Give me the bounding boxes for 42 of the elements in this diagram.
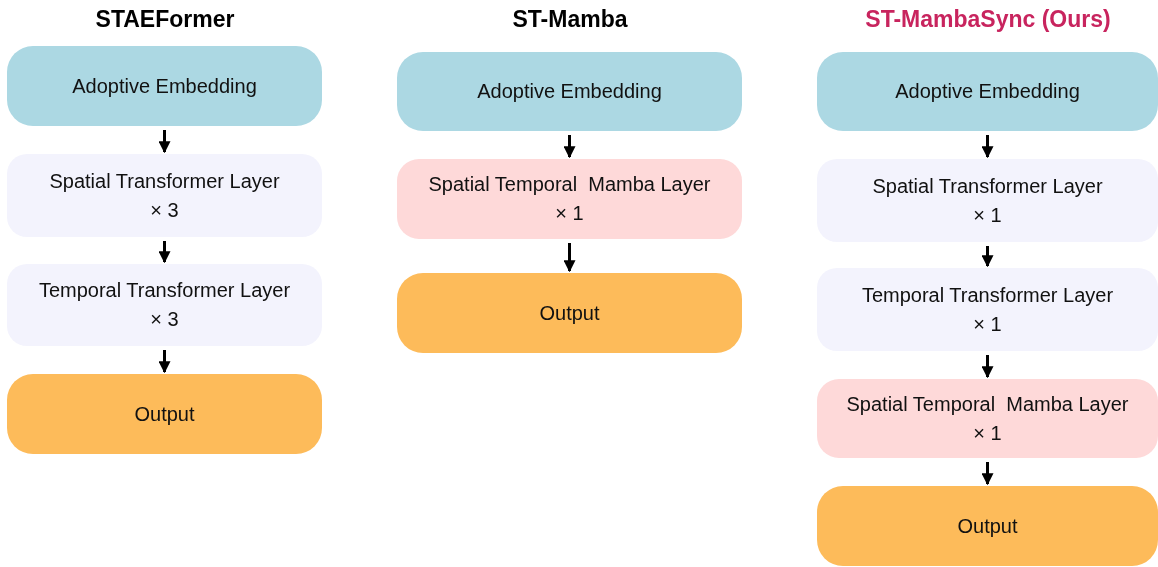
layer-name: Adoptive Embedding bbox=[895, 79, 1080, 104]
repeat-count: × 1 bbox=[973, 311, 1002, 337]
arrow bbox=[981, 246, 994, 268]
transformer-layer-box bbox=[7, 154, 322, 237]
repeat-count: × 3 bbox=[150, 307, 179, 332]
layer-name: Temporal Transformer Layer bbox=[38, 278, 291, 303]
transformer-layer-box bbox=[7, 264, 322, 346]
arrow bbox=[563, 135, 576, 159]
layer-name: Output bbox=[134, 401, 195, 427]
embedding-box bbox=[817, 52, 1158, 131]
arrow bbox=[981, 462, 994, 486]
layer-name: Spatial Temporal Mamba Layer bbox=[846, 391, 1129, 417]
layer-name: Output bbox=[957, 513, 1018, 539]
transformer-layer-box bbox=[817, 268, 1158, 351]
layer-name: Spatial Transformer Layer bbox=[872, 173, 1103, 199]
arrow bbox=[158, 350, 171, 374]
layer-name: Spatial Temporal Mamba Layer bbox=[428, 172, 711, 197]
embedding-box bbox=[7, 46, 322, 126]
mamba-layer-box bbox=[397, 159, 742, 239]
mamba-layer-box bbox=[817, 379, 1158, 458]
arrow bbox=[563, 243, 576, 273]
column-title: STAEFormer bbox=[95, 5, 235, 34]
layer-name: Output bbox=[539, 300, 600, 326]
arrow bbox=[981, 355, 994, 379]
layer-name: Adoptive Embedding bbox=[72, 73, 257, 99]
repeat-count: × 3 bbox=[150, 197, 179, 223]
repeat-count: × 1 bbox=[973, 420, 1002, 446]
layer-name: Adoptive Embedding bbox=[477, 79, 662, 104]
output-box bbox=[7, 374, 322, 454]
column-title: ST-MambaSync (Ours) bbox=[865, 5, 1111, 34]
output-box bbox=[817, 486, 1158, 566]
column-title: ST-Mamba bbox=[512, 5, 628, 34]
arrow bbox=[158, 130, 171, 154]
embedding-box bbox=[397, 52, 742, 131]
layer-name: Spatial Transformer Layer bbox=[49, 168, 280, 194]
repeat-count: × 1 bbox=[973, 202, 1002, 228]
output-box bbox=[397, 273, 742, 353]
repeat-count: × 1 bbox=[555, 201, 584, 226]
arrow bbox=[158, 241, 171, 264]
transformer-layer-box bbox=[817, 159, 1158, 242]
layer-name: Temporal Transformer Layer bbox=[861, 282, 1114, 308]
arrow bbox=[981, 135, 994, 159]
